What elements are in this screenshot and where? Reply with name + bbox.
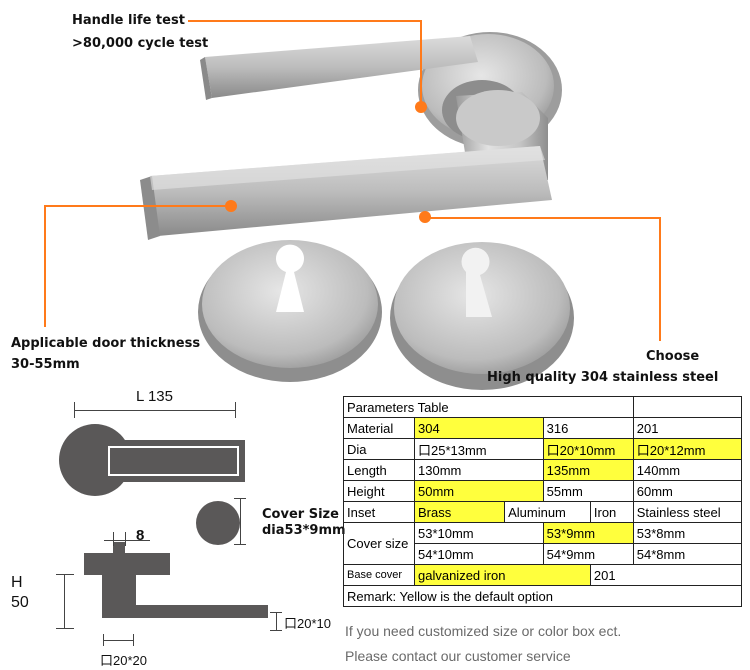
square-size-label: 口20*20 [100, 653, 147, 668]
handle-top-view [59, 424, 245, 496]
base-dim-line [276, 612, 277, 630]
width-8-tick-right [125, 532, 126, 546]
length-3: 140mm [632, 459, 743, 481]
product-photo [140, 32, 574, 390]
right-rose [390, 242, 574, 390]
cover-size-value: dia53*9mm [262, 523, 346, 538]
inset-iron: Iron [589, 501, 634, 523]
row-label-height: Height [343, 480, 415, 502]
height-h-label: H [11, 574, 23, 591]
row-label-inset: Inset [343, 501, 415, 523]
table-row: Dia 口25*13mm 口20*10mm 口20*12mm [343, 438, 743, 460]
table-row: Cover size 53*10mm 53*9mm 53*8mm [343, 522, 743, 565]
inset-aluminum: Aluminum [504, 501, 591, 523]
life-test-value: >80,000 cycle test [72, 36, 209, 51]
width-8-tick-left [113, 532, 114, 546]
door-thickness-value: 30-55mm [11, 357, 80, 372]
height-2: 55mm [542, 480, 634, 502]
row-label-length: Length [343, 459, 415, 481]
choose-title: Choose [646, 349, 700, 364]
length-dim-tick-left [74, 402, 75, 418]
cover-size-title: Cover Size [262, 507, 339, 522]
door-dot [225, 200, 237, 212]
cover-r1c2: 53*9mm [542, 522, 634, 544]
base-size-label: 口20*10 [284, 616, 331, 631]
life-test-leader-v [420, 20, 422, 106]
door-thickness-title: Applicable door thickness [11, 336, 201, 351]
life-test-title: Handle life test [72, 13, 185, 28]
handle-side-view [84, 542, 268, 618]
width-8-line [104, 540, 150, 541]
table-row: Remark: Yellow is the default option [343, 585, 742, 607]
dia-3: 口20*12mm [632, 438, 743, 460]
cover-dim-line [240, 498, 241, 544]
front-lever [140, 146, 552, 240]
length-dim-line [74, 410, 236, 411]
row-label-material: Material [343, 417, 415, 439]
choose-leader-v [659, 217, 661, 341]
cover-r1c3: 53*8mm [632, 522, 743, 544]
door-leader-v [44, 205, 46, 327]
dia-2: 口20*10mm [542, 438, 634, 460]
base-galvanized: galvanized iron [414, 564, 591, 586]
base-dim-tick-bottom [270, 630, 282, 631]
height-dim-tick-top [56, 574, 74, 575]
back-lever [200, 36, 478, 100]
cover-r2c1: 54*10mm [414, 543, 544, 565]
row-label-dia: Dia [343, 438, 415, 460]
base-201: 201 [589, 564, 743, 586]
height-3: 60mm [632, 480, 743, 502]
cover-r1c1: 53*10mm [414, 522, 544, 544]
length-2: 135mm [542, 459, 634, 481]
table-title: Parameters Table [343, 396, 634, 418]
square-dim-line [103, 640, 134, 641]
cover-dim-tick-bottom [234, 544, 246, 545]
table-row: Inset Brass Aluminum Iron Stainless stee… [343, 501, 743, 523]
table-row: Height 50mm 55mm 60mm [343, 480, 743, 502]
note-line-2: Please contact our customer service [345, 648, 571, 664]
drawing-shapes [59, 424, 268, 618]
height-value: 50 [11, 594, 29, 611]
table-row: Length 130mm 135mm 140mm [343, 459, 743, 481]
left-rose [198, 240, 382, 382]
choose-leader-h [425, 217, 661, 219]
inset-brass: Brass [413, 501, 506, 523]
width-8-label: 8 [136, 527, 145, 544]
length-1: 130mm [414, 459, 544, 481]
cover-r2c2: 54*9mm [542, 543, 634, 565]
parameters-table: Parameters Table Material 304 316 201 Di… [343, 396, 743, 607]
note-line-1: If you need customized size or color box… [345, 623, 622, 639]
life-test-leader-h [188, 20, 421, 22]
door-leader-h [44, 205, 230, 207]
table-row: Material 304 316 201 [343, 417, 743, 439]
height-1: 50mm [414, 480, 544, 502]
height-dim-line [64, 574, 65, 628]
table-row: Parameters Table [343, 396, 742, 418]
material-201: 201 [632, 417, 743, 439]
cover-circle [196, 501, 240, 545]
square-dim-tick-right [133, 634, 134, 646]
life-test-dot [415, 101, 427, 113]
base-dim-tick-top [270, 612, 282, 613]
cover-r2c3: 54*8mm [632, 543, 743, 565]
height-dim-tick-bottom [56, 628, 74, 629]
choose-value: High quality 304 stainless steel [487, 370, 719, 385]
material-316: 316 [542, 417, 634, 439]
square-dim-tick-left [103, 634, 104, 646]
dia-1: 口25*13mm [414, 438, 544, 460]
row-label-base: Base cover [343, 564, 415, 586]
length-label: L 135 [136, 388, 173, 405]
material-304: 304 [414, 417, 544, 439]
inset-stainless: Stainless steel [632, 501, 743, 523]
cover-dim-tick-top [234, 498, 246, 499]
length-dim-tick-right [235, 402, 236, 418]
table-row: Base cover galvanized iron 201 [343, 564, 743, 586]
choose-dot [419, 211, 431, 223]
row-label-cover: Cover size [343, 522, 415, 565]
table-remark: Remark: Yellow is the default option [343, 585, 742, 607]
